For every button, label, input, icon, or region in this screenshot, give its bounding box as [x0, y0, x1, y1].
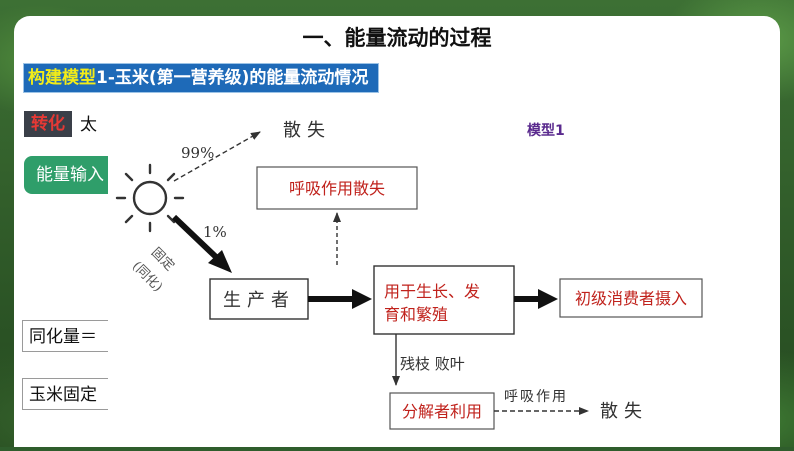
energy-input-button[interactable]: 能量输入	[24, 156, 124, 194]
primary-consumer-box	[559, 278, 703, 318]
growth-label-2: 育和繁殖	[384, 305, 448, 324]
energy-flow-diagram: 99% 散失 1% 固定 (同化) 生产者 呼吸作用散失 用于生长、发 育和繁殖…	[108, 105, 754, 447]
scatter-bottom-label: 散失	[600, 401, 648, 422]
fix-label-1: 固定	[148, 245, 177, 274]
growth-box	[373, 265, 515, 335]
fix-arrow-head	[208, 250, 232, 273]
conversion-text: 太	[80, 115, 97, 135]
energy-flow-svg: 99% 散失 1% 固定 (同化) 生产者 呼吸作用散失 用于生长、发 育和繁殖…	[115, 120, 703, 430]
growth-label-1: 用于生长、发	[384, 282, 480, 301]
producer-label: 生产者	[223, 290, 295, 311]
slide-heading: 一、能量流动的过程	[302, 26, 492, 50]
respiration-loss-label: 呼吸作用散失	[289, 179, 385, 198]
sun-icon	[115, 163, 185, 233]
model-banner-text: 1-玉米(第一营养级)的能量流动情况	[96, 68, 369, 88]
scatter-top-label: 散失	[283, 120, 331, 141]
respiration-label: 呼吸作用	[504, 389, 568, 405]
growth-to-consumer-arrow	[538, 289, 558, 309]
producer-to-growth-arrow	[352, 289, 372, 309]
conversion-tag: 转化	[24, 111, 72, 137]
debris-label: 残枝 败叶	[400, 355, 465, 373]
model-label: 模型1	[527, 123, 565, 139]
model-banner: 构建模型1-玉米(第一营养级)的能量流动情况	[23, 63, 380, 93]
loss-arrow-top	[173, 131, 261, 182]
decomposer-label: 分解者利用	[402, 402, 482, 421]
respiration-loss-box	[256, 166, 418, 210]
percent-99-label: 99%	[181, 144, 214, 162]
model-banner-highlight: 构建模型	[28, 68, 96, 88]
primary-consumer-label: 初级消费者摄入	[575, 289, 687, 308]
corn-fixed-box: 玉米固定	[22, 378, 122, 410]
assimilation-box: 同化量＝	[22, 320, 122, 352]
percent-1-label: 1%	[203, 223, 227, 241]
